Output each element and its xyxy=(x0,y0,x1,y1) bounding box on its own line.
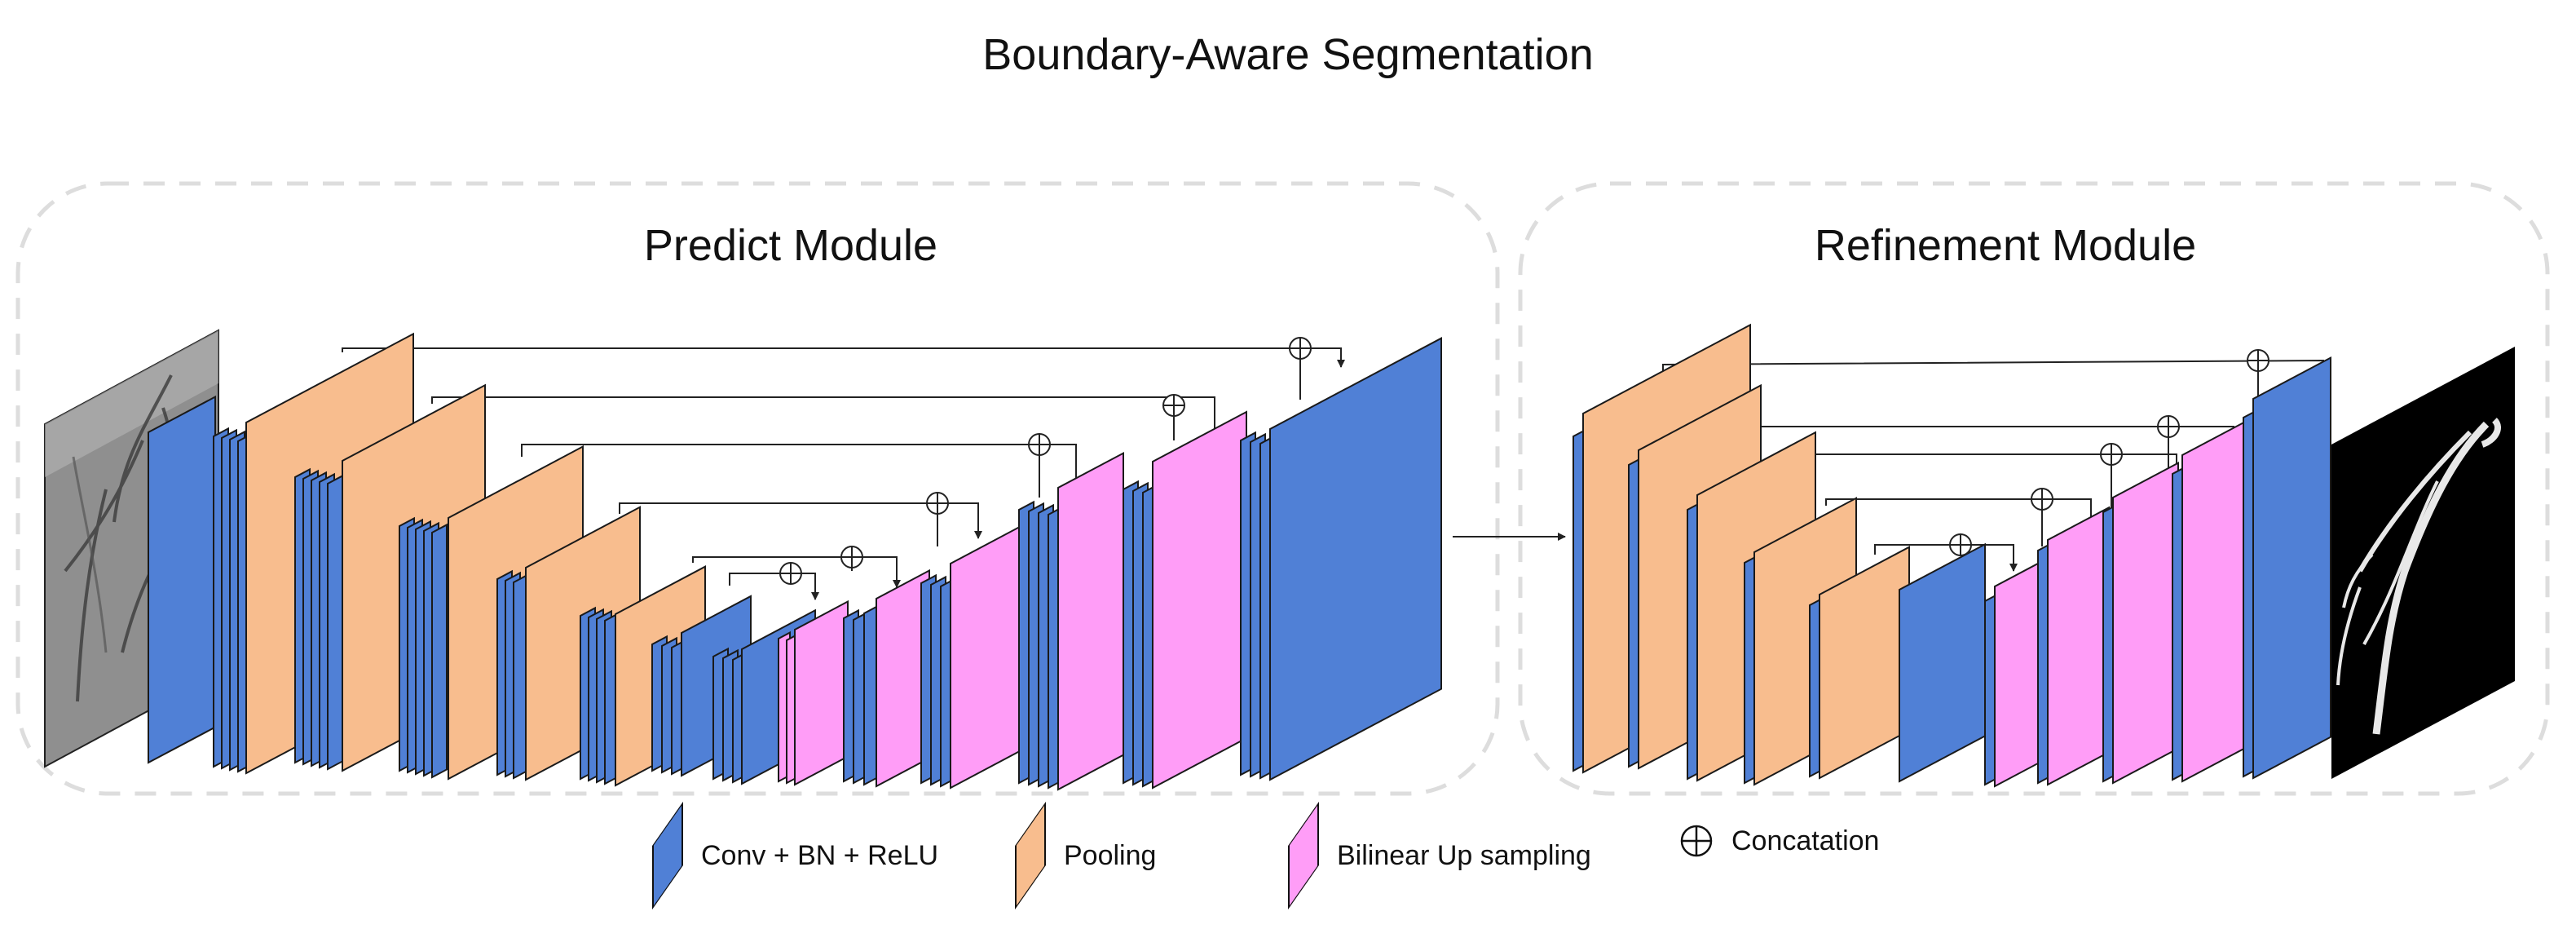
up-slab xyxy=(1057,451,1124,791)
diagram-title: Boundary-Aware Segmentation xyxy=(982,30,1594,79)
up-slab xyxy=(2112,461,2179,785)
concat-symbol-icon xyxy=(840,546,863,568)
concat-symbol-icon xyxy=(2247,349,2269,372)
concat-symbol-icon xyxy=(1949,533,1972,556)
concat-symbol-icon xyxy=(926,492,949,515)
conv-slab xyxy=(2252,356,2331,780)
up-slab xyxy=(2181,418,2248,783)
legend-pooling-label: Pooling xyxy=(1064,839,1157,871)
concat-symbol-icon xyxy=(1162,394,1185,417)
up-slab xyxy=(876,568,930,788)
legend-upsampling-label: Bilinear Up sampling xyxy=(1337,839,1591,871)
legend-pooling: Pooling xyxy=(1015,801,1157,910)
concat-symbol-icon xyxy=(2100,443,2123,466)
up-slab xyxy=(1994,559,2044,788)
up-slab xyxy=(1152,410,1247,790)
legend-concat: Concatation xyxy=(1679,824,1879,858)
concat-symbol-icon xyxy=(2031,488,2053,511)
conv-slab xyxy=(148,395,216,764)
legend-upsampling: Bilinear Up sampling xyxy=(1288,801,1591,910)
predict-module-title: Predict Module xyxy=(643,221,938,270)
legend-conv: Conv + BN + ReLU xyxy=(652,801,939,910)
concat-symbol-icon xyxy=(2157,415,2180,438)
up-slab xyxy=(2047,506,2110,786)
conv-slab xyxy=(431,523,448,779)
conv-slab xyxy=(1269,337,1442,781)
conv-slab xyxy=(327,474,343,771)
skip-connections-predict xyxy=(342,347,1345,600)
legend-conv-label: Conv + BN + ReLU xyxy=(701,839,939,871)
predict-module-box xyxy=(15,181,1500,796)
up-slab xyxy=(950,523,1025,790)
circled-plus-icon xyxy=(1680,825,1713,857)
legend-concat-label: Concatation xyxy=(1731,825,1880,856)
concat-symbol-icon xyxy=(779,562,802,585)
up-slab xyxy=(794,599,849,786)
refinement-module-title: Refinement Module xyxy=(1814,221,2197,270)
concat-symbol-icon xyxy=(1289,337,1312,360)
pool-slab xyxy=(1819,546,1910,780)
output-segmentation-mask xyxy=(2331,347,2515,779)
concat-symbol-icon xyxy=(1028,433,1051,456)
conv-slab xyxy=(1899,542,1986,783)
refinement-module-box xyxy=(1518,181,2550,796)
